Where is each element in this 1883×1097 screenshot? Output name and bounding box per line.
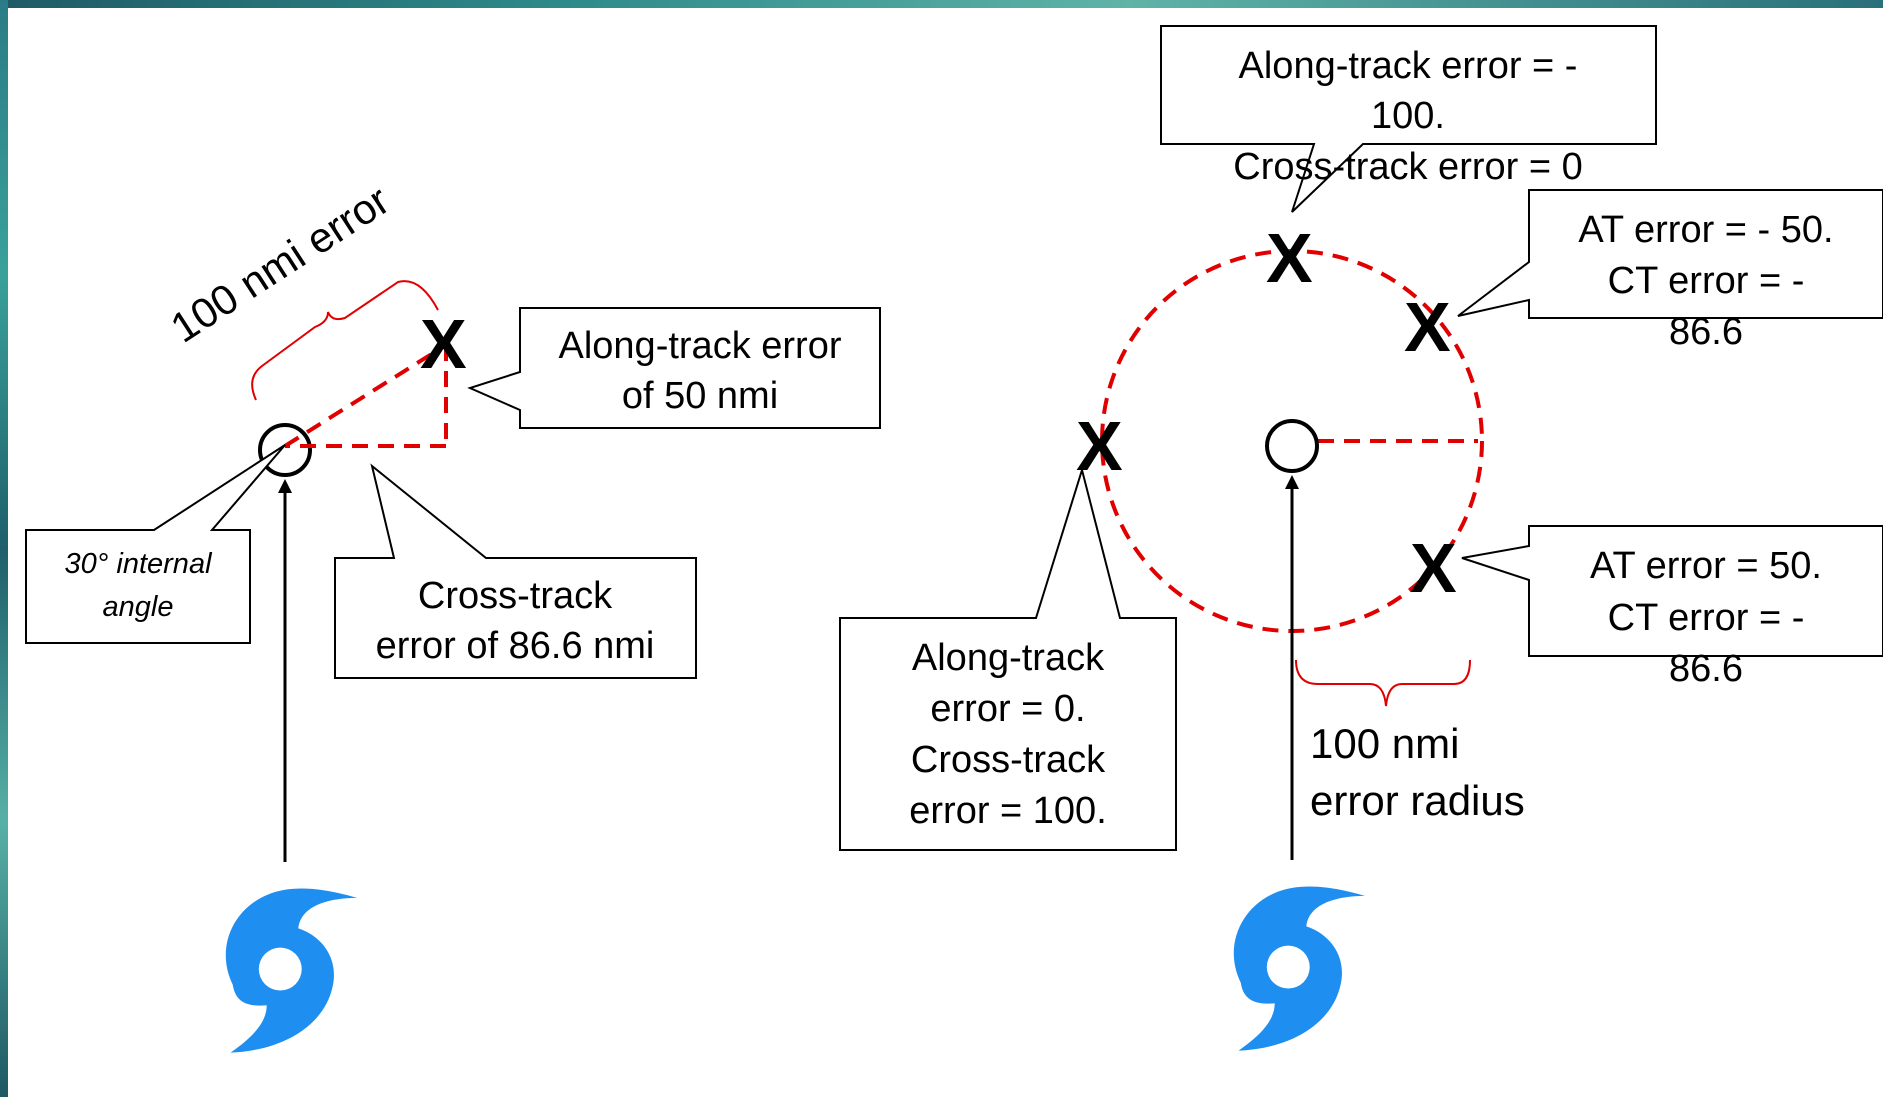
forecast-mark-upper-right: X xyxy=(1404,288,1451,366)
upper-right-callout-line1: AT error = - 50. xyxy=(1578,209,1833,251)
angle-label-line2: angle xyxy=(103,591,174,623)
angle-label-line1: 30° internal xyxy=(64,548,213,580)
left-callout: Along-track error = 0. Cross-track error… xyxy=(839,466,1177,851)
lower-right-callout: AT error = 50. CT error = - 86.6 xyxy=(1461,525,1883,690)
distance-label: 100 nmi error xyxy=(162,176,397,351)
radius-label-line2: error radius xyxy=(1310,777,1525,824)
forecast-mark-left: X xyxy=(1076,407,1123,485)
angle-callout: 30° internal angle xyxy=(25,444,286,644)
left-callout-line3: Cross-track xyxy=(911,739,1106,781)
distance-brace xyxy=(251,280,439,401)
top-callout-line3: Cross-track error = 0 xyxy=(1233,146,1582,188)
radius-brace xyxy=(1295,659,1471,707)
cross-track-callout: Cross-track error of 86.6 nmi xyxy=(334,463,697,679)
top-callout-line1: Along-track error = - xyxy=(1239,45,1578,87)
forecast-mark-top: X xyxy=(1266,219,1313,297)
actual-position-circle xyxy=(258,423,312,477)
along-track-label-line2: of 50 nmi xyxy=(622,375,778,417)
lower-right-callout-line1: AT error = 50. xyxy=(1590,545,1822,587)
forecast-mark-lower-right: X xyxy=(1410,529,1457,607)
upper-right-callout: AT error = - 50. CT error = - 86.6 xyxy=(1457,189,1883,353)
cross-track-label-line1: Cross-track xyxy=(418,575,613,617)
along-track-callout: Along-track error of 50 nmi xyxy=(467,307,881,429)
upper-right-callout-line2: CT error = - xyxy=(1608,260,1805,302)
left-callout-line2: error = 0. xyxy=(930,688,1085,730)
lower-right-callout-line3: 86.6 xyxy=(1669,648,1743,690)
hurricane-icon xyxy=(225,888,358,1053)
error-distance-line xyxy=(283,343,448,448)
lower-right-callout-line2: CT error = - xyxy=(1608,597,1805,639)
left-diagram: X 100 nmi error Along-track error of 50 … xyxy=(25,176,881,1053)
right-diagram: X X X X 100 nmi error radius Along-track… xyxy=(839,25,1883,1051)
along-track-label-line1: Along-track error xyxy=(559,325,842,367)
left-callout-line1: Along-track xyxy=(912,637,1105,679)
slide-frame-left xyxy=(0,0,8,1097)
slide-frame-top xyxy=(0,0,1883,8)
cross-track-label-line2: error of 86.6 nmi xyxy=(376,625,655,667)
left-callout-line4: error = 100. xyxy=(909,790,1107,832)
radius-label-line1: 100 nmi xyxy=(1310,720,1459,767)
hurricane-icon xyxy=(1233,886,1366,1051)
top-callout-line2: 100. xyxy=(1371,95,1445,137)
actual-position-circle xyxy=(1265,419,1319,473)
upper-right-callout-line3: 86.6 xyxy=(1669,311,1743,353)
forecast-mark: X xyxy=(420,305,467,383)
top-callout: Along-track error = - 100. Cross-track e… xyxy=(1160,25,1657,213)
